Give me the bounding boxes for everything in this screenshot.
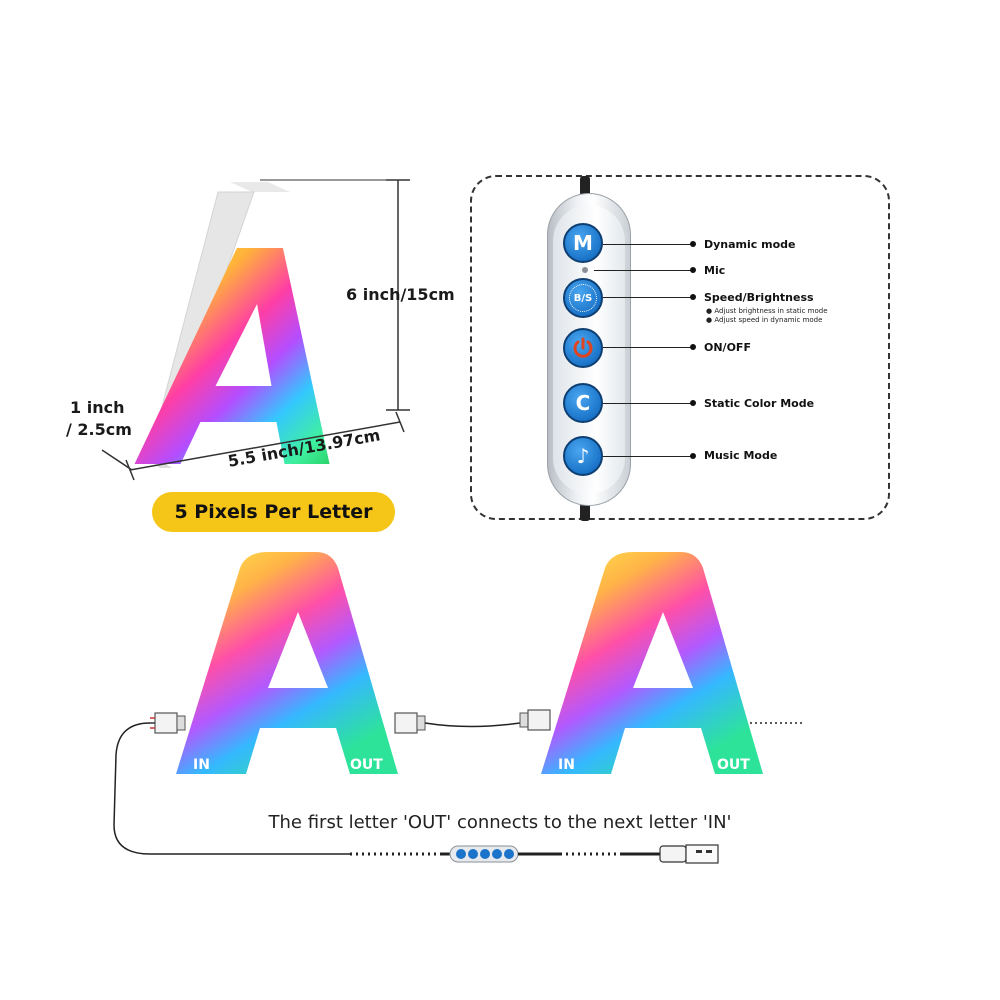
connector-out-1 [394, 712, 426, 734]
callout-speed-brightness: Speed/Brightness [704, 291, 814, 304]
callout-speed-sub1: ● Adjust brightness in static mode [706, 307, 828, 315]
callout-dynamic-mode: Dynamic mode [704, 238, 796, 251]
callout-dot-music [690, 453, 696, 459]
callout-line-mic [594, 270, 693, 271]
mic-hole [582, 267, 588, 273]
callout-line-speed [603, 297, 693, 298]
usb-plug-icon [659, 844, 719, 864]
letter1-out-label: OUT [350, 757, 383, 773]
callout-mic: Mic [704, 264, 726, 277]
remote-panel [470, 175, 890, 520]
callout-line-onoff [603, 347, 693, 348]
callout-dot-speed [690, 294, 696, 300]
cable-first-to-second [424, 722, 521, 728]
connector-in-1 [150, 712, 186, 734]
connection-caption: The first letter 'OUT' connects to the n… [268, 812, 732, 833]
letter-a-second [541, 552, 763, 774]
letter-depth-side [230, 182, 290, 192]
cable-usb-to-first [113, 722, 350, 855]
callout-line-dynamic [603, 244, 693, 245]
connection-diagram [113, 552, 805, 864]
callout-dot-dynamic [690, 241, 696, 247]
letter-a-front [134, 248, 330, 464]
letter2-out-label: OUT [717, 757, 750, 773]
pixels-per-letter-badge: 5 Pixels Per Letter [152, 492, 395, 532]
depth-dim-line [101, 449, 133, 471]
letter-a-first [176, 552, 398, 774]
m-letter-icon: M [573, 231, 593, 255]
callout-line-static [603, 403, 693, 404]
connector-in-2 [519, 709, 551, 731]
callout-dot-onoff [690, 344, 696, 350]
power-icon [573, 337, 593, 358]
width-dim-line [129, 421, 401, 471]
power-button[interactable] [563, 328, 603, 368]
callout-music-mode: Music Mode [704, 449, 778, 462]
callout-dot-static [690, 400, 696, 406]
speed-brightness-button[interactable]: B/S [563, 278, 603, 318]
dynamic-mode-button[interactable]: M [563, 223, 603, 263]
static-color-button[interactable]: C [563, 383, 603, 423]
music-note-icon: ♪ [576, 444, 590, 468]
height-label: 6 inch/15cm [346, 285, 455, 304]
depth-label-line2: / 2.5cm [66, 420, 132, 439]
callout-dot-mic [690, 267, 696, 273]
letter1-in-label: IN [193, 757, 210, 773]
mini-remote [449, 845, 519, 863]
brightness-sun-icon: B/S [569, 284, 597, 312]
callout-line-music [603, 456, 693, 457]
letter2-in-label: IN [558, 757, 575, 773]
c-letter-icon: C [575, 391, 591, 415]
letter-3d-illustration [101, 179, 410, 481]
depth-label-line1: 1 inch [70, 398, 125, 417]
callout-onoff: ON/OFF [704, 341, 751, 354]
music-mode-button[interactable]: ♪ [563, 436, 603, 476]
remote-cable-top [580, 176, 590, 196]
remote-cable-bottom [580, 503, 590, 521]
callout-static-color-mode: Static Color Mode [704, 397, 815, 410]
callout-speed-sub2: ● Adjust speed in dynamic mode [706, 316, 823, 324]
